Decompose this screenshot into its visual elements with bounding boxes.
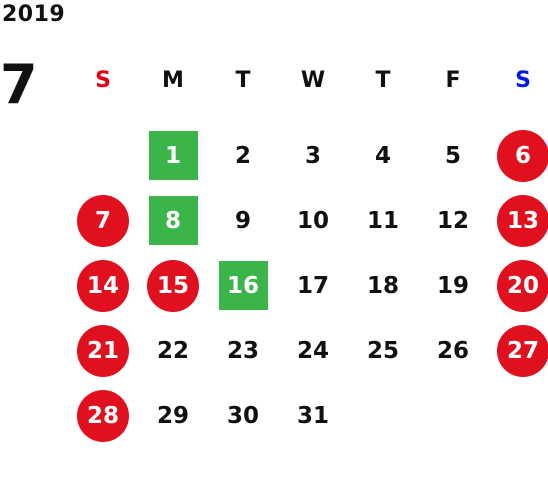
day-4[interactable]: 4: [374, 142, 391, 169]
calendar-cell: 16: [208, 253, 278, 318]
weekday-header-wed: W: [300, 68, 326, 93]
day-6[interactable]: 6: [497, 129, 548, 182]
weekday-header-sat: S: [515, 68, 531, 93]
calendar-cell: 27: [488, 318, 548, 383]
day-28[interactable]: 28: [77, 389, 129, 442]
calendar-cell: 14: [68, 253, 138, 318]
calendar-cell: 25: [348, 318, 418, 383]
day-14[interactable]: 14: [77, 259, 129, 312]
day-23[interactable]: 23: [226, 337, 259, 364]
calendar-cell: 4: [348, 123, 418, 188]
day-7[interactable]: 7: [77, 194, 129, 247]
calendar-cell: 21: [68, 318, 138, 383]
day-12[interactable]: 12: [436, 207, 469, 234]
calendar-cell: 18: [348, 253, 418, 318]
calendar-cell: [348, 383, 418, 448]
calendar-cell: 3: [278, 123, 348, 188]
calendar-cell: 12: [418, 188, 488, 253]
calendar-cell: 29: [138, 383, 208, 448]
calendar-cell: 11: [348, 188, 418, 253]
calendar-cell: [68, 123, 138, 188]
weekday-header-tue: T: [235, 68, 251, 93]
day-19[interactable]: 19: [436, 272, 469, 299]
calendar-cell: 6: [488, 123, 548, 188]
weekday-header-sun: S: [95, 68, 111, 93]
day-10[interactable]: 10: [296, 207, 329, 234]
calendar-cell: 23: [208, 318, 278, 383]
day-24[interactable]: 24: [296, 337, 329, 364]
day-30[interactable]: 30: [226, 402, 259, 429]
calendar-cell: 7: [68, 188, 138, 253]
day-11[interactable]: 11: [366, 207, 399, 234]
calendar-cell: 13: [488, 188, 548, 253]
weekday-header-mon: M: [162, 68, 184, 93]
day-18[interactable]: 18: [366, 272, 399, 299]
calendar-cell: 2: [208, 123, 278, 188]
day-2[interactable]: 2: [234, 142, 251, 169]
weekday-header-thu: T: [375, 68, 391, 93]
weekday-header-fri: F: [445, 68, 461, 93]
day-29[interactable]: 29: [156, 402, 189, 429]
calendar-cell: 9: [208, 188, 278, 253]
calendar-cell: 1: [138, 123, 208, 188]
calendar-cell: 28: [68, 383, 138, 448]
day-31[interactable]: 31: [296, 402, 329, 429]
day-20[interactable]: 20: [497, 259, 548, 312]
day-15[interactable]: 15: [147, 259, 199, 312]
day-16[interactable]: 16: [218, 261, 268, 310]
calendar-cell: 31: [278, 383, 348, 448]
day-27[interactable]: 27: [497, 324, 548, 377]
day-9[interactable]: 9: [234, 207, 251, 234]
day-13[interactable]: 13: [497, 194, 548, 247]
day-3[interactable]: 3: [304, 142, 321, 169]
day-5[interactable]: 5: [444, 142, 461, 169]
calendar-cell: 30: [208, 383, 278, 448]
day-22[interactable]: 22: [156, 337, 189, 364]
calendar-cell: 22: [138, 318, 208, 383]
day-1[interactable]: 1: [148, 131, 198, 180]
calendar-cell: 20: [488, 253, 548, 318]
calendar-cell: 26: [418, 318, 488, 383]
day-21[interactable]: 21: [77, 324, 129, 377]
day-26[interactable]: 26: [436, 337, 469, 364]
day-17[interactable]: 17: [296, 272, 329, 299]
day-25[interactable]: 25: [366, 337, 399, 364]
year-label: 2019: [2, 2, 66, 27]
calendar-cell: [418, 383, 488, 448]
calendar-cell: 8: [138, 188, 208, 253]
day-8[interactable]: 8: [148, 196, 198, 245]
calendar-cell: 15: [138, 253, 208, 318]
calendar-cell: 5: [418, 123, 488, 188]
month-label: 7: [0, 53, 38, 116]
calendar-cell: 19: [418, 253, 488, 318]
calendar-cell: 24: [278, 318, 348, 383]
calendar-cell: [488, 383, 548, 448]
calendar-cell: 17: [278, 253, 348, 318]
calendar-cell: 10: [278, 188, 348, 253]
